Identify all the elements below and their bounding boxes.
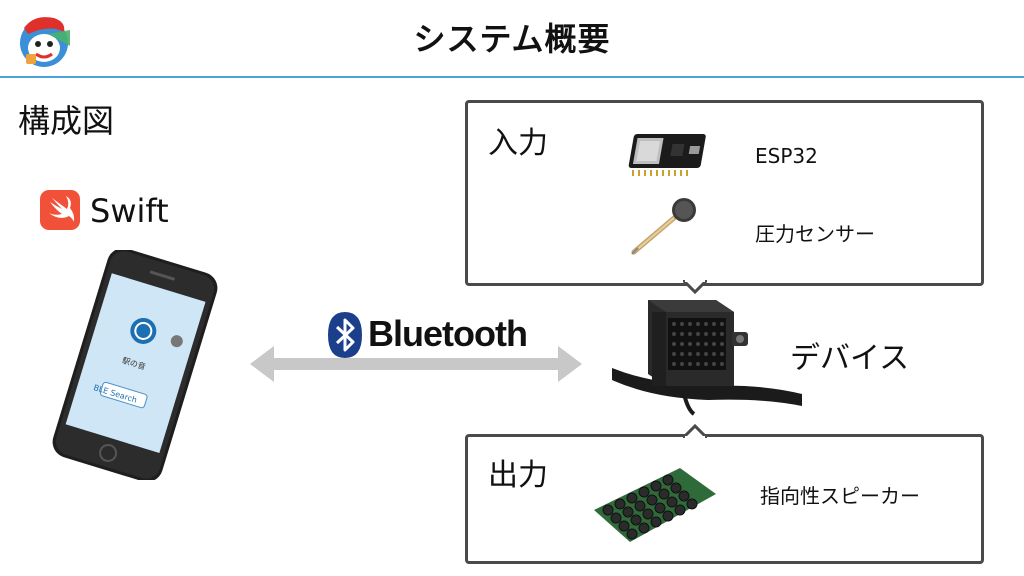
smartphone-icon	[40, 250, 230, 480]
swift-logo-icon	[40, 190, 80, 230]
output-box-pointer	[683, 424, 707, 438]
input-box	[465, 100, 984, 286]
output-box-label: 出力	[488, 458, 548, 493]
input-box-label: 入力	[488, 126, 548, 161]
page-title: システム概要	[413, 20, 611, 58]
bluetooth-label: Bluetooth	[368, 313, 528, 354]
esp32-label: ESP32	[755, 144, 818, 168]
swift-label: Swift	[90, 192, 169, 230]
output-box	[465, 434, 984, 564]
title-divider	[0, 76, 1024, 78]
app-logo	[14, 10, 74, 70]
device-label: デバイス	[790, 341, 910, 376]
section-label: 構成図	[18, 102, 115, 140]
bluetooth-icon	[328, 312, 362, 358]
device-box-icon	[612, 294, 804, 418]
pressure-sensor-icon	[628, 196, 700, 256]
connection-arrow	[250, 344, 582, 384]
speaker-array-icon	[590, 460, 720, 550]
speaker-label: 指向性スピーカー	[760, 484, 920, 508]
input-box-pointer	[683, 280, 707, 294]
esp32-board-icon	[622, 124, 708, 180]
pressure-sensor-label: 圧力センサー	[755, 222, 875, 246]
